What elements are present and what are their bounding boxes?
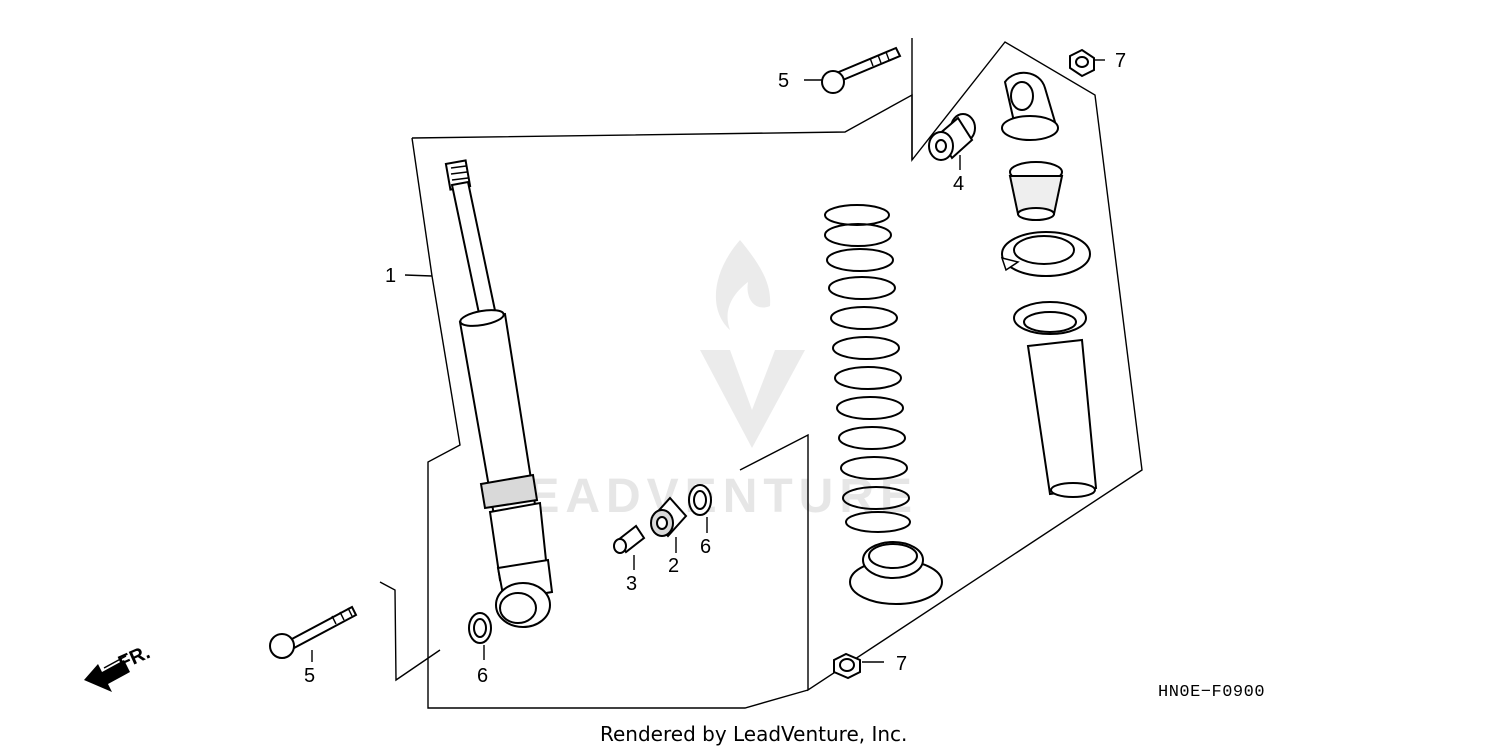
callout-6-middle: 6 xyxy=(700,536,711,558)
leader-lines xyxy=(311,59,1105,663)
callout-5-lower: 5 xyxy=(304,665,315,687)
bolt-bracket-outline xyxy=(379,581,441,682)
lower-nut xyxy=(833,652,861,680)
lower-spring-seat xyxy=(849,541,943,605)
callout-6-lower: 6 xyxy=(477,665,488,687)
center-bushing xyxy=(650,496,688,538)
front-direction-label: FR. xyxy=(115,641,153,674)
shock-absorber xyxy=(444,159,554,628)
callout-3: 3 xyxy=(626,573,637,595)
front-arrow-icon xyxy=(84,655,130,692)
lower-bolt xyxy=(269,605,358,659)
callout-7-lower: 7 xyxy=(896,653,907,675)
callout-1: 1 xyxy=(385,265,396,287)
upper-spring-seat xyxy=(1000,231,1091,277)
washer-middle xyxy=(688,484,712,516)
callout-2: 2 xyxy=(668,555,679,577)
diagram-code: HN0E−F0900 xyxy=(1158,683,1265,702)
watermark-logo xyxy=(700,240,805,448)
washer-lower xyxy=(468,612,492,644)
assembly-outline xyxy=(411,41,1143,692)
upper-nut xyxy=(1069,48,1095,78)
bump-stop xyxy=(1008,161,1064,221)
callout-7-upper: 7 xyxy=(1115,50,1126,72)
upper-bushing xyxy=(928,113,976,161)
dust-boot xyxy=(1013,301,1098,498)
upper-mount-eye xyxy=(1001,72,1059,141)
footer-credit: Rendered by LeadVenture, Inc. xyxy=(600,722,907,746)
callout-4: 4 xyxy=(953,173,964,195)
upper-bolt xyxy=(821,46,902,94)
coil-spring xyxy=(824,204,911,533)
callout-5-upper: 5 xyxy=(778,70,789,92)
collar xyxy=(613,524,646,554)
